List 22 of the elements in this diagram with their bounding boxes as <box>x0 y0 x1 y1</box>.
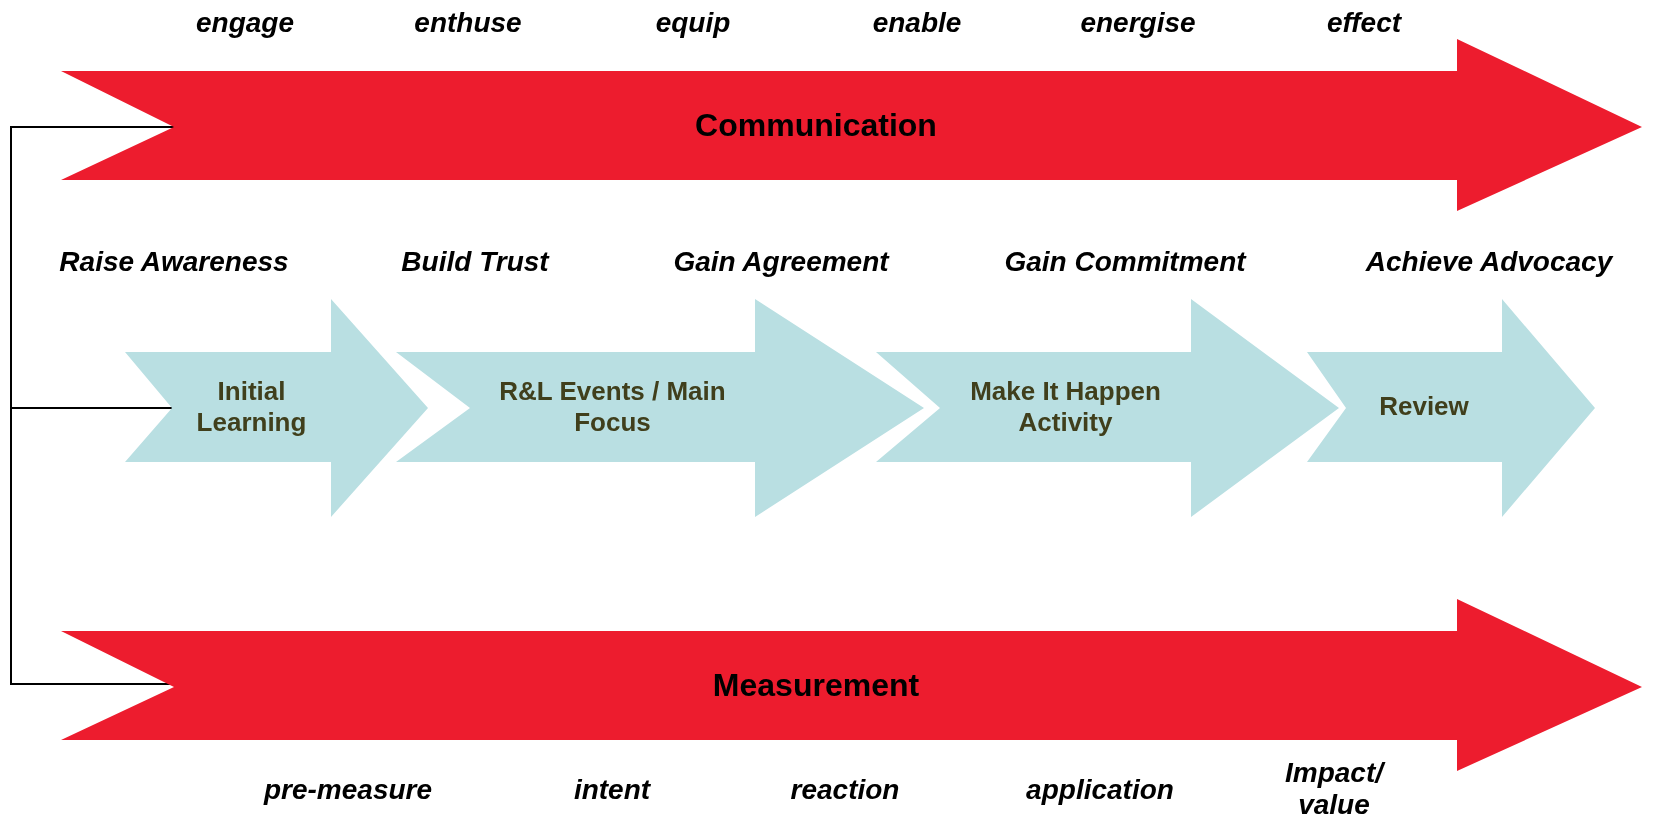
stage-verb: enable <box>872 6 962 40</box>
measure-label: intent <box>573 773 651 807</box>
stage-goal: Gain Agreement <box>673 245 889 279</box>
stage-verb: energise <box>1080 6 1196 40</box>
measure-label: Impact/ value <box>1279 756 1389 822</box>
stage-goal: Achieve Advocacy <box>1365 245 1613 279</box>
measure-label: pre-measure <box>263 773 433 807</box>
stage-goal: Raise Awareness <box>59 245 289 279</box>
stage-verb: effect <box>1326 6 1402 40</box>
arrow-label: Make It Happen Activity <box>969 375 1162 439</box>
arrow-label: Measurement <box>712 666 920 705</box>
stage-goal: Gain Commitment <box>1004 245 1246 279</box>
arrow-label: R&L Events / Main Focus <box>498 375 727 439</box>
stage-verb: equip <box>655 6 731 40</box>
arrow-label: Communication <box>695 106 937 145</box>
stage-verb: enthuse <box>414 6 522 40</box>
stage-verb: engage <box>196 6 294 40</box>
measure-label: application <box>1026 773 1174 807</box>
measure-label: reaction <box>790 773 900 807</box>
arrow-label: Initial Learning <box>195 375 308 439</box>
arrow-label: Review <box>1379 391 1469 423</box>
stage-goal: Build Trust <box>401 245 549 279</box>
